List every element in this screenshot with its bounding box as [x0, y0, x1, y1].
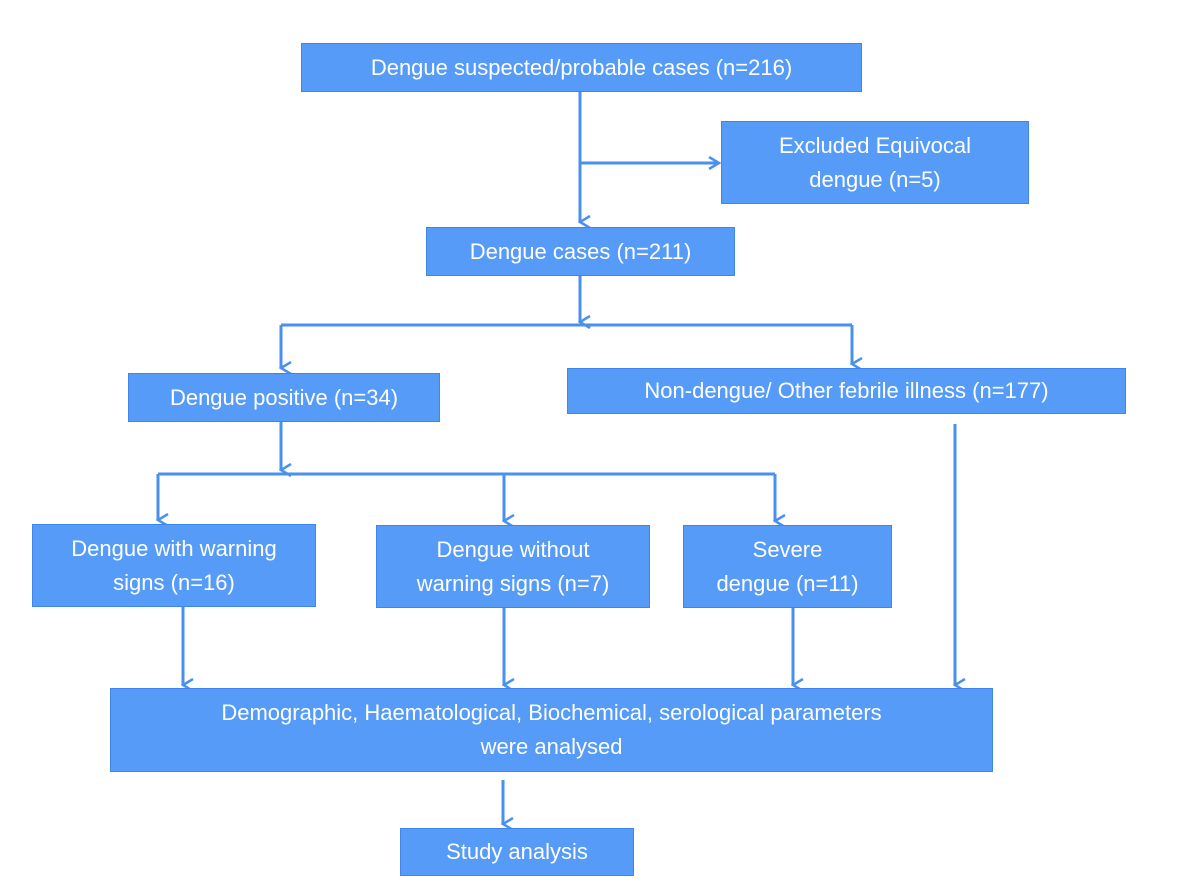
node-severe-line2: dengue (n=11)	[716, 570, 859, 596]
node-severe-dengue: Severe dengue (n=11)	[683, 525, 892, 608]
node-study-label: Study analysis	[446, 839, 588, 864]
node-nondengue-label: Non-dengue/ Other febrile illness (n=177…	[644, 378, 1049, 403]
node-analysed-line1: Demographic, Haematological, Biochemical…	[221, 700, 882, 725]
node-without-line2: warning signs (n=7)	[416, 570, 610, 596]
node-non-dengue: Non-dengue/ Other febrile illness (n=177…	[567, 368, 1126, 414]
node-without-line1: Dengue without	[436, 536, 590, 562]
node-excluded-line1: Excluded Equivocal	[778, 132, 971, 158]
node-without-warning-signs: Dengue without warning signs (n=7)	[376, 525, 650, 608]
node-dengue-positive: Dengue positive (n=34)	[128, 373, 440, 422]
node-excluded-equivocal: Excluded Equivocal dengue (n=5)	[721, 121, 1029, 204]
node-cases-label: Dengue cases (n=211)	[469, 238, 692, 264]
node-parameters-analysed: Demographic, Haematological, Biochemical…	[110, 688, 993, 772]
node-excluded-line2: dengue (n=5)	[809, 166, 941, 192]
node-study-analysis: Study analysis	[400, 828, 634, 876]
node-dengue-cases: Dengue cases (n=211)	[426, 227, 735, 276]
node-positive-label: Dengue positive (n=34)	[169, 384, 399, 410]
node-with-warning-signs: Dengue with warning signs (n=16)	[32, 524, 316, 607]
node-warning-line2: signs (n=16)	[113, 569, 235, 595]
node-warning-line1: Dengue with warning	[71, 535, 277, 561]
node-analysed-line2: were analysed	[480, 734, 623, 759]
node-severe-line1: Severe	[752, 536, 823, 562]
node-suspected-cases: Dengue suspected/probable cases (n=216)	[301, 43, 862, 92]
node-suspected-label: Dengue suspected/probable cases (n=216)	[370, 54, 793, 80]
